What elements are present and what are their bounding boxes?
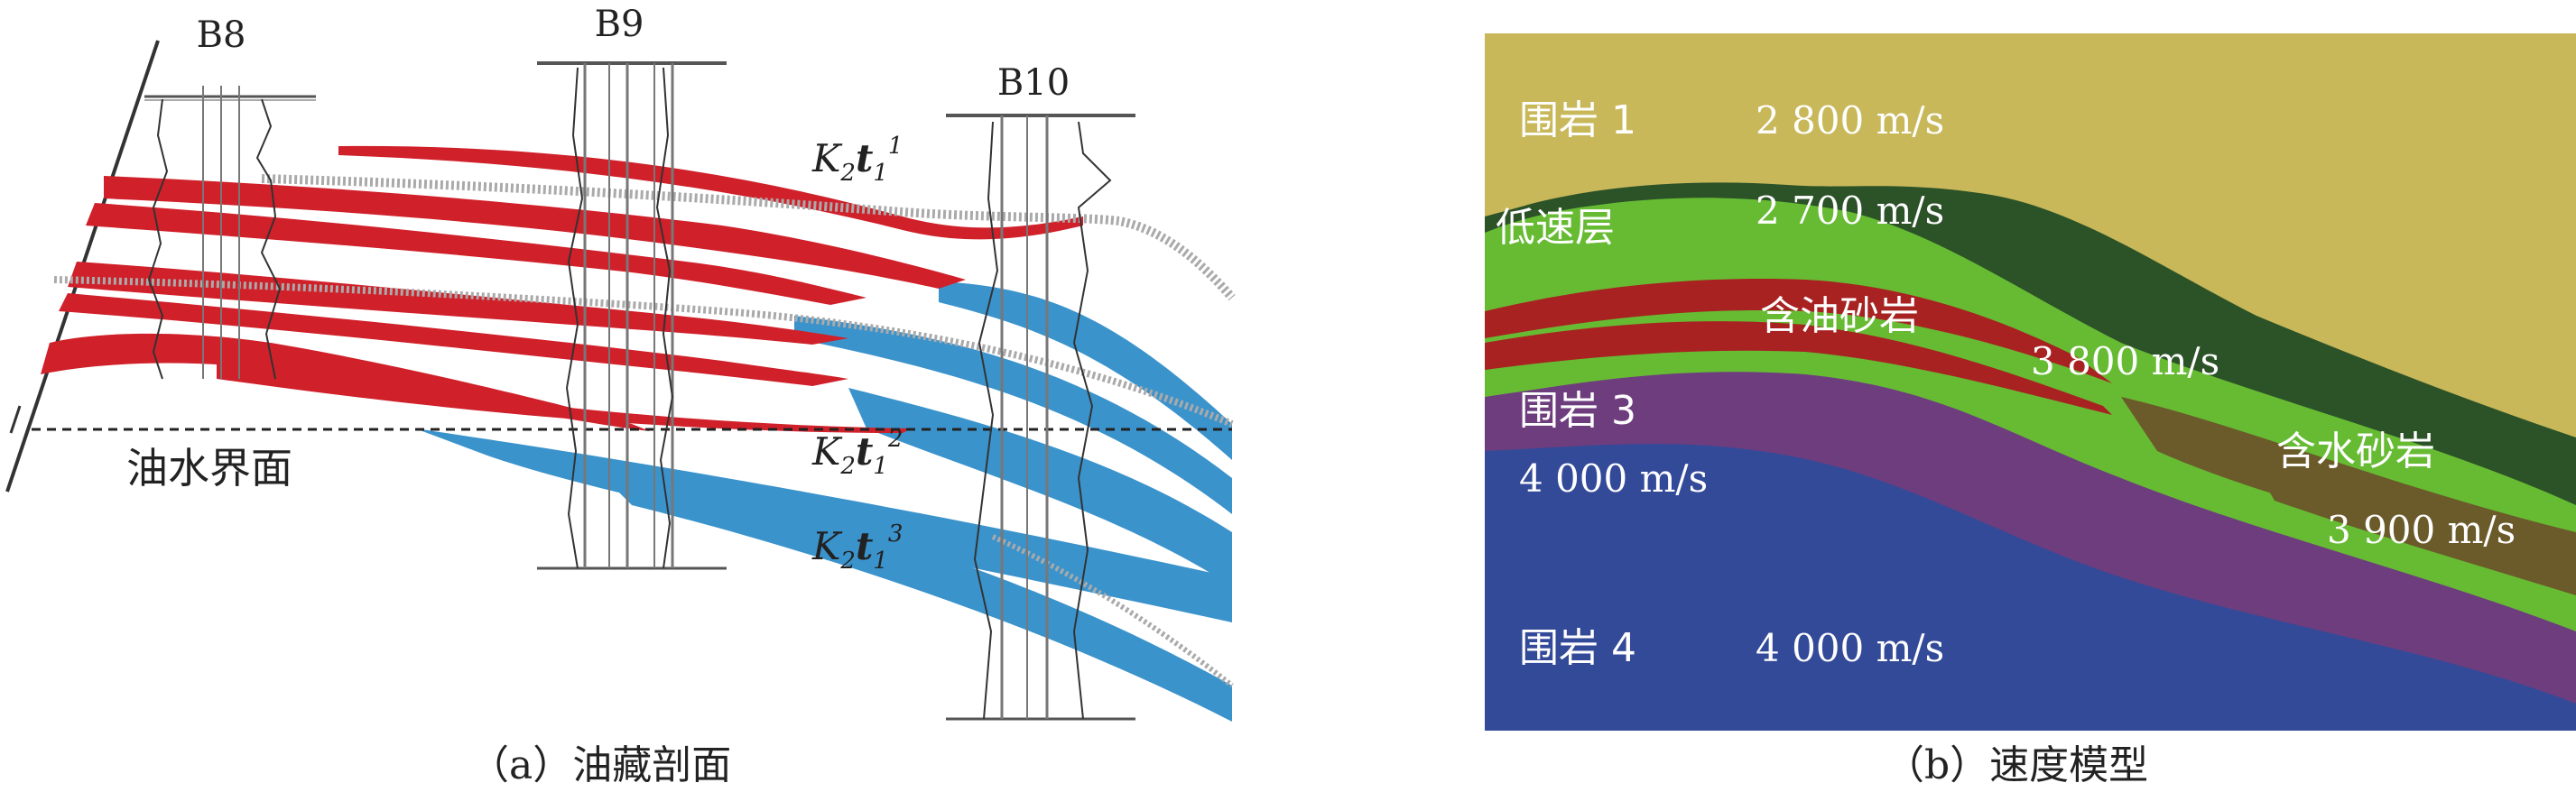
- caption-b: （b）速度模型: [1885, 742, 2149, 788]
- well-b9-label: B9: [595, 4, 644, 45]
- velocity-3800-label: 3 800 m/s: [2031, 339, 2219, 383]
- panel-a-reservoir-section: B8 B9 B10 油水界面: [5, 4, 1236, 722]
- velocity-2700-label: 2 700 m/s: [1756, 189, 1944, 233]
- water-layer-5: [596, 469, 1232, 722]
- oil-layer-4: [68, 262, 848, 345]
- wall-rock-1-label: 围岩 1: [1519, 97, 1636, 143]
- low-velocity-layer-label: 低速层: [1496, 205, 1615, 251]
- caption-a: （a）油藏剖面: [469, 742, 732, 788]
- well-b10: B10: [946, 62, 1135, 721]
- panel-b-velocity-model: 围岩 1 2 800 m/s 低速层 2 700 m/s 含油砂岩 3 800 …: [1485, 33, 2576, 731]
- svg-text:K2t11: K2t11: [811, 133, 903, 187]
- well-b8-label: B8: [197, 14, 246, 56]
- velocity-4000-wr4-label: 4 000 m/s: [1756, 626, 1944, 670]
- water-sand-region: [2121, 397, 2576, 577]
- water-sand-band-2: [2256, 469, 2576, 595]
- wall-rock-3-label: 围岩 3: [1519, 388, 1636, 434]
- oil-sand-region-lower: [1485, 321, 2112, 415]
- wall-rock-4-label: 围岩 4: [1519, 625, 1636, 671]
- oil-layer-5: [59, 293, 848, 386]
- layer-label-k2t1-3: K2t13: [811, 520, 903, 575]
- well-b8: B8: [144, 14, 316, 380]
- velocity-2800-label: 2 800 m/s: [1756, 98, 1944, 143]
- marker-bed-upper: [261, 174, 1236, 301]
- layer-label-k2t1-2: K2t12: [811, 426, 903, 480]
- oil-sand-region: [1485, 279, 2112, 383]
- well-b9: B9: [537, 4, 727, 570]
- water-layer-3: [848, 388, 1232, 586]
- oil-layer-3: [86, 203, 866, 305]
- fault-arrow: [9, 405, 22, 434]
- svg-text:K2t12: K2t12: [811, 426, 903, 480]
- oil-layer-7: [217, 355, 912, 433]
- wall-rock-1-region: [1485, 33, 2576, 437]
- water-layer-2: [794, 316, 1232, 514]
- velocity-3900-label: 3 900 m/s: [2327, 508, 2516, 552]
- oil-layer-1: [338, 145, 1083, 240]
- well-b10-label: B10: [997, 62, 1070, 104]
- svg-text:K2t13: K2t13: [811, 520, 903, 575]
- water-layer-1: [939, 281, 1232, 460]
- layer-label-k2t1-1: K2t11: [811, 133, 903, 187]
- oil-water-contact-label: 油水界面: [126, 444, 292, 493]
- oil-sand-label: 含油砂岩: [1760, 293, 1919, 339]
- water-sand-label: 含水砂岩: [2276, 428, 2435, 474]
- oil-layer-2: [104, 176, 966, 289]
- marker-bed-lower: [53, 276, 1234, 428]
- velocity-4000-wr3-label: 4 000 m/s: [1519, 456, 1708, 501]
- oil-layer-6: [41, 333, 650, 431]
